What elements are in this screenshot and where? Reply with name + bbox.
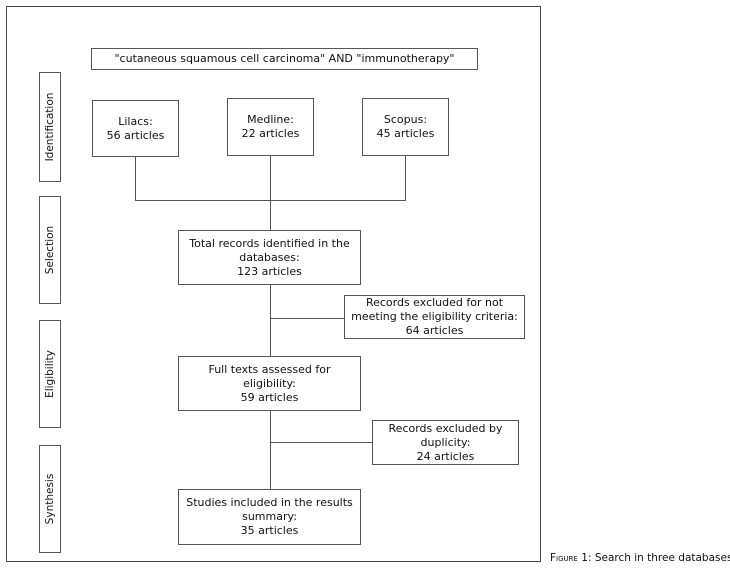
figure-label: Figure 1: (550, 552, 592, 564)
figure-caption: Figure 1: Search in three databases (550, 552, 730, 564)
database-count: 56 articles (106, 128, 165, 142)
studies-included-count: 35 articles (240, 524, 299, 537)
excluded-criteria-line1: Records excluded for not (365, 296, 504, 309)
connector-exclusion-duplicity (270, 442, 372, 443)
stage-synthesis-label: Synthesis (44, 473, 56, 525)
database-name: Medline: (247, 113, 294, 126)
total-records-count: 123 articles (237, 264, 302, 278)
connector-exclusion-criteria (270, 318, 344, 319)
connector-to-total (270, 200, 271, 230)
stage-identification-label: Identification (44, 92, 56, 162)
database-box-lilacs: Lilacs: 56 articles (92, 100, 179, 157)
excluded-criteria-box: Records excluded for not meeting the eli… (344, 295, 525, 339)
total-records-line2: databases: (239, 250, 300, 264)
full-texts-count: 59 articles (240, 390, 299, 404)
total-records-line1: Total records identified in the (189, 236, 350, 250)
stage-eligibility-label: Eligibility (44, 350, 56, 398)
excluded-duplicity-box: Records excluded by duplicity: 24 articl… (372, 420, 519, 465)
studies-included-box: Studies included in the results summary:… (178, 489, 361, 545)
database-name: Lilacs: (118, 114, 153, 128)
connector-fulltext-to-included (270, 411, 271, 489)
search-query-text: "cutaneous squamous cell carcinoma" AND … (114, 52, 455, 65)
excluded-criteria-count: 64 articles (405, 324, 464, 337)
figure-caption-text: Search in three databases (591, 552, 730, 564)
connector-total-to-fulltext (270, 285, 271, 356)
studies-included-line1: Studies included in the results (186, 496, 353, 509)
stage-selection: Selection (39, 196, 61, 304)
excluded-duplicity-line2: duplicity: (420, 435, 471, 449)
database-box-scopus: Scopus: 45 articles (362, 98, 449, 156)
stage-eligibility: Eligibility (39, 320, 61, 428)
database-box-medline: Medline: 22 articles (227, 98, 314, 156)
studies-included-line2: summary: (242, 510, 297, 523)
search-query-box: "cutaneous squamous cell carcinoma" AND … (91, 48, 478, 70)
total-records-box: Total records identified in the database… (178, 230, 361, 285)
stage-synthesis: Synthesis (39, 445, 61, 553)
connector-medline (270, 156, 271, 201)
excluded-duplicity-count: 24 articles (416, 449, 475, 463)
connector-lilacs (135, 157, 136, 201)
flowchart-frame (6, 6, 541, 562)
database-name: Scopus: (383, 113, 428, 126)
full-texts-line1: Full texts assessed for eligibility: (208, 362, 331, 390)
stage-identification: Identification (39, 72, 61, 182)
stage-selection-label: Selection (44, 225, 56, 275)
database-count: 22 articles (241, 127, 300, 140)
full-texts-box: Full texts assessed for eligibility: 59 … (178, 356, 361, 411)
connector-scopus (405, 156, 406, 201)
excluded-criteria-line2: meeting the eligibility criteria: (351, 310, 518, 323)
database-count: 45 articles (376, 127, 435, 140)
excluded-duplicity-line1: Records excluded by (388, 421, 503, 435)
